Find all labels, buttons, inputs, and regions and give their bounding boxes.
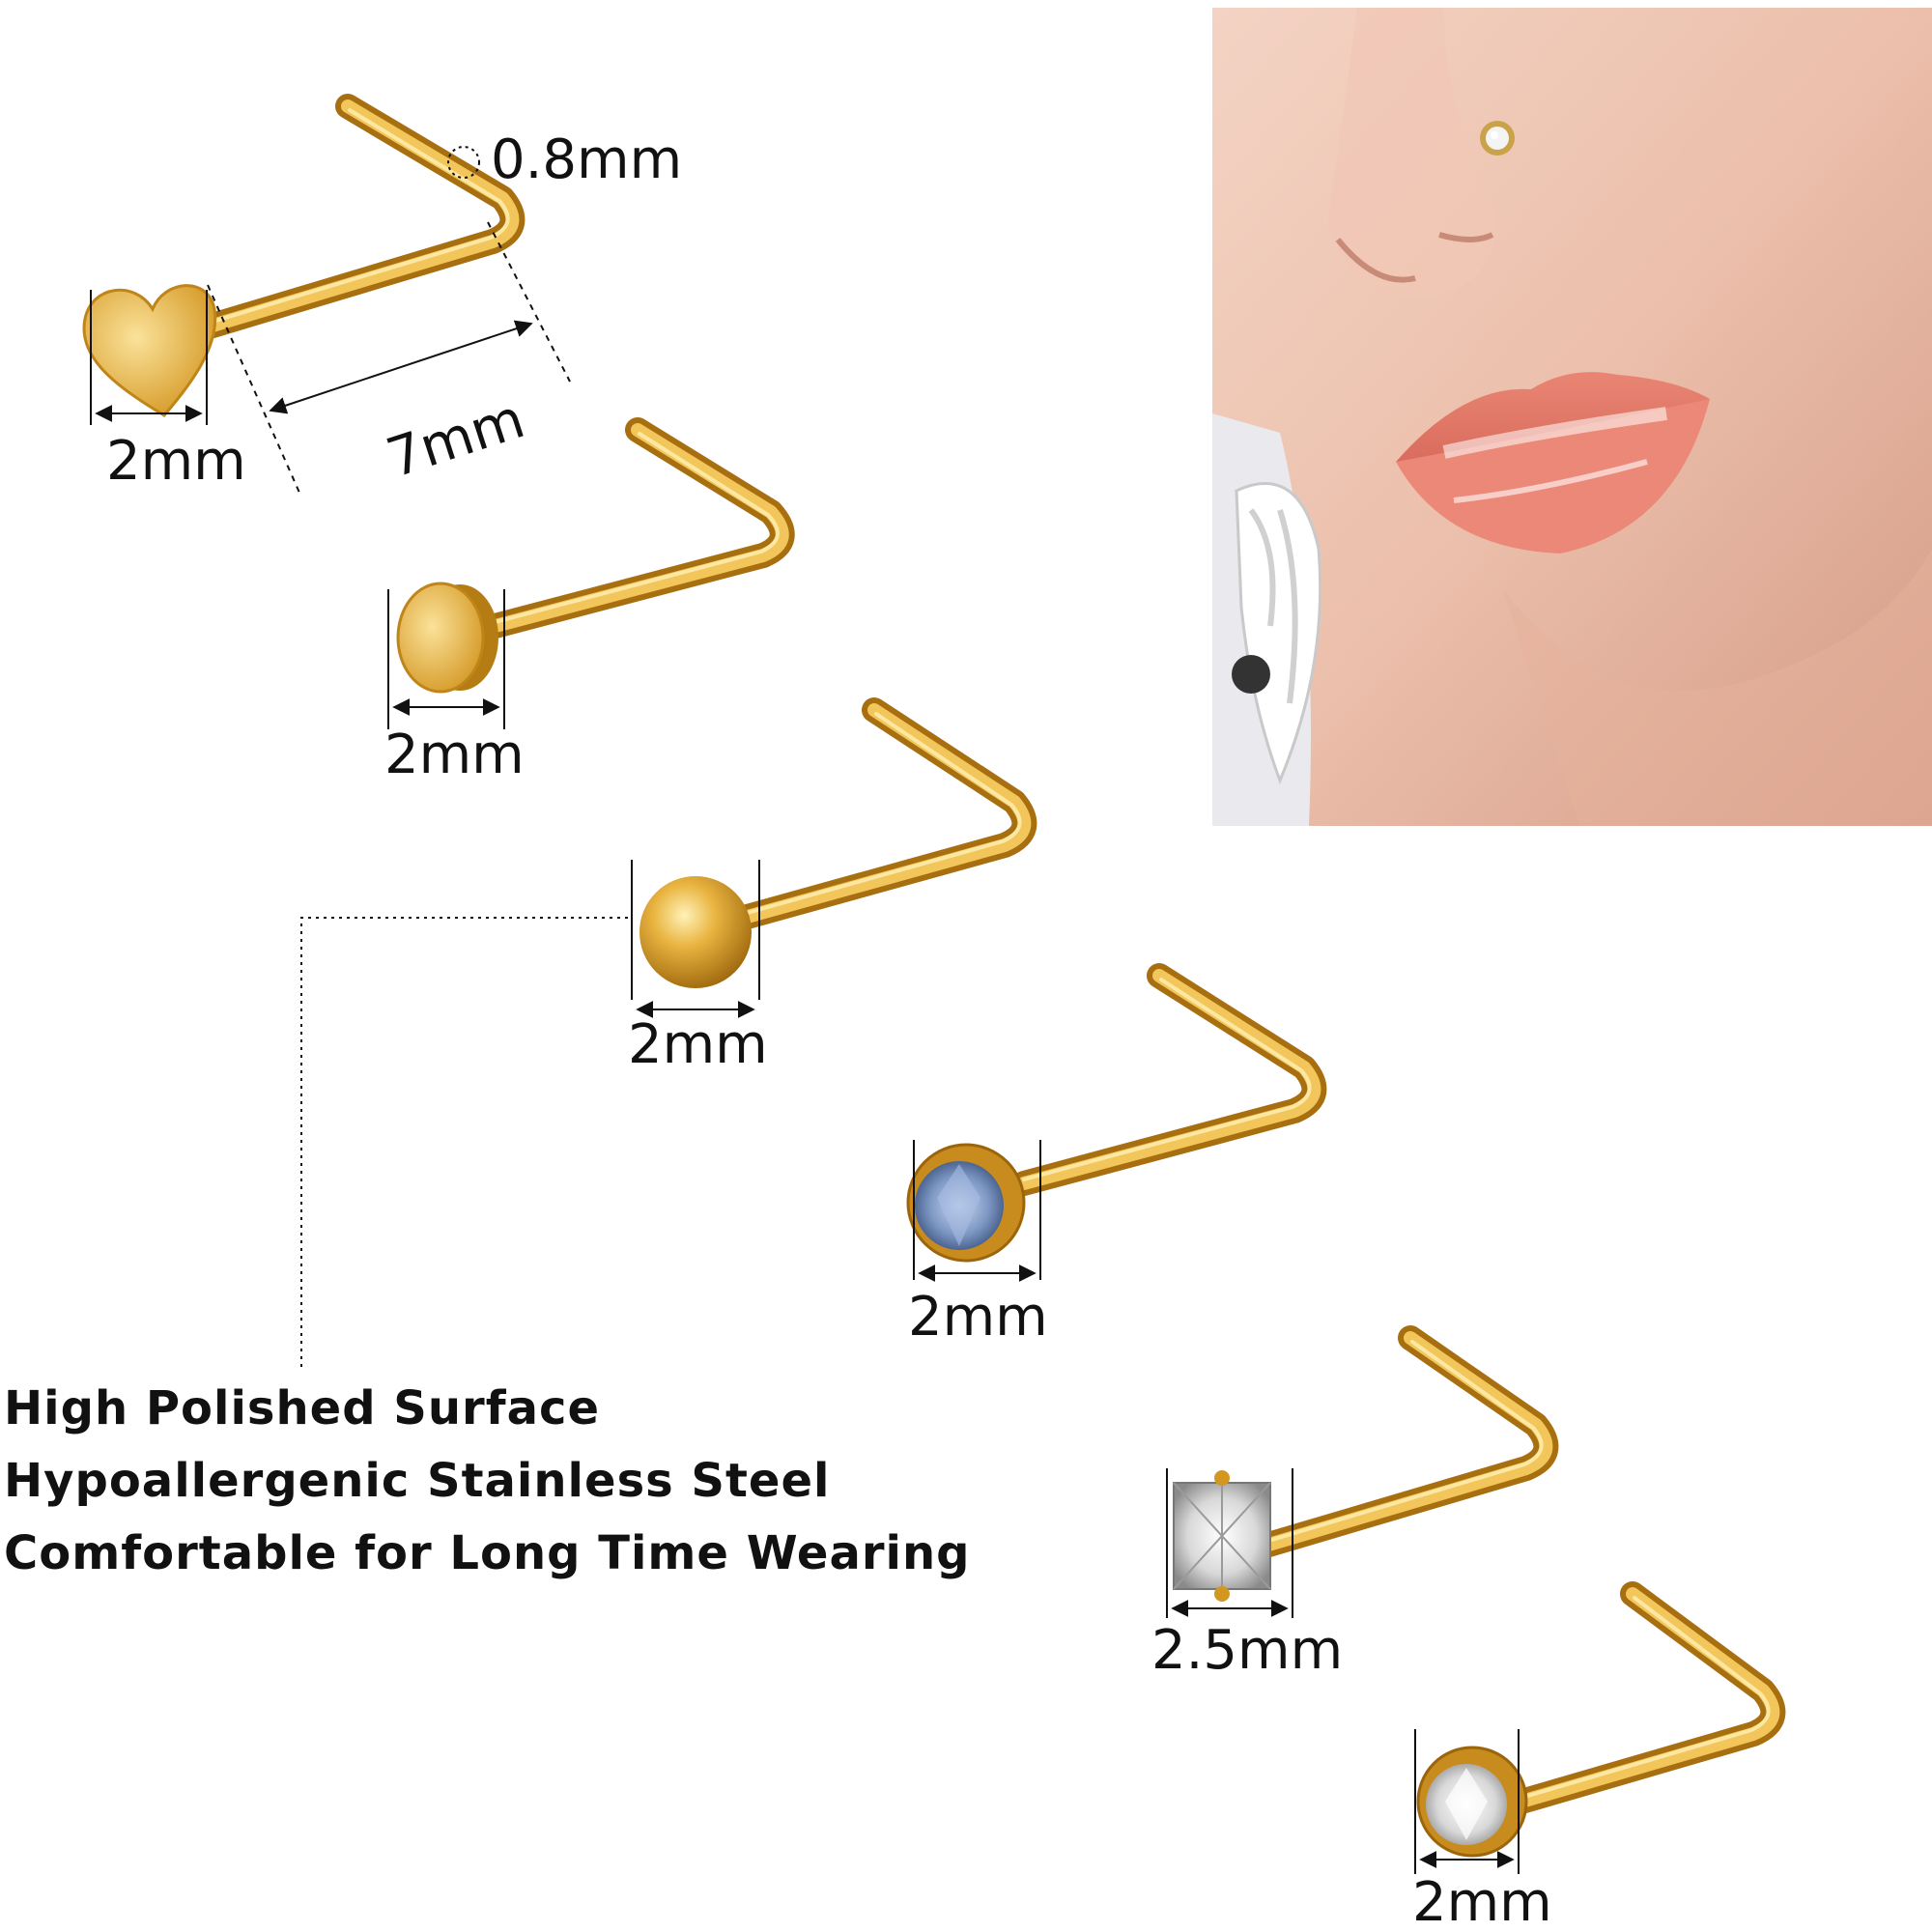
heart-dimensions	[90, 146, 571, 494]
round-gem-width-label: 2mm	[1412, 1871, 1552, 1932]
heart-stud	[82, 94, 526, 417]
blue-gem-stud	[906, 963, 1327, 1263]
earring-icon	[1232, 482, 1322, 785]
heart-stud-wire	[190, 94, 526, 341]
nose-shape	[1328, 8, 1496, 298]
blue-gem-dimensions	[913, 1140, 1041, 1282]
feature-comfortable: Comfortable for Long Time Wearing	[4, 1526, 971, 1580]
flat-disc-icon	[396, 582, 485, 694]
heart-width-label: 2mm	[106, 430, 246, 493]
square-gem-dimensions	[1166, 1468, 1293, 1618]
ball-width-label: 2mm	[628, 1013, 768, 1076]
square-gem-stud	[1173, 1325, 1559, 1602]
round-gem-dimensions	[1414, 1729, 1520, 1874]
blue-gem-width-label: 2mm	[908, 1286, 1048, 1349]
model-photo	[1212, 8, 1932, 826]
heart-icon	[82, 284, 217, 417]
ball-icon	[639, 876, 752, 988]
square-gem-width-label: 2.5mm	[1151, 1619, 1343, 1682]
ball-stud	[639, 697, 1037, 988]
feature-hypoallergenic: Hypoallergenic Stainless Steel	[4, 1454, 831, 1508]
flat-disc-stud	[396, 417, 795, 694]
post-length-label: 7mm	[380, 387, 532, 491]
nose-stud-icon	[1480, 121, 1515, 156]
ball-dimensions	[300, 860, 760, 1372]
wire-gauge-label: 0.8mm	[491, 128, 682, 191]
lips-icon	[1396, 372, 1710, 554]
flat-disc-width-label: 2mm	[384, 724, 525, 786]
flat-disc-dimensions	[387, 589, 505, 729]
round-gem-stud	[1416, 1581, 1786, 1858]
feature-polished: High Polished Surface	[4, 1381, 600, 1435]
